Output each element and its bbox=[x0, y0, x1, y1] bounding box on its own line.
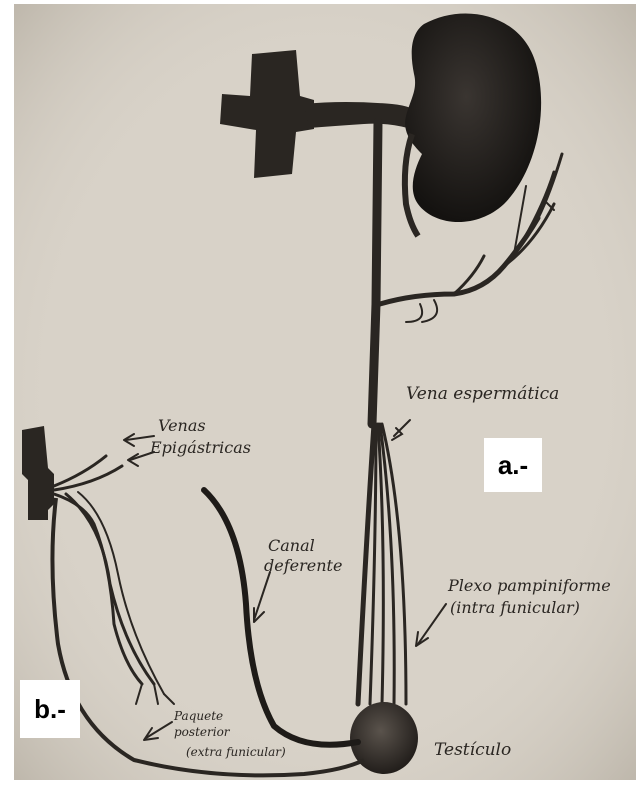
label-extra-funicular: (extra funicular) bbox=[186, 746, 286, 759]
label-posterior: posterior bbox=[174, 726, 230, 739]
panel-label-a: a.- bbox=[484, 438, 542, 492]
anatomy-illustration: Vena espermática Venas Epigástricas Cana… bbox=[14, 4, 636, 780]
label-epigastricas: Epigástricas bbox=[150, 440, 251, 457]
label-plexo-pampiniforme: Plexo pampiniforme bbox=[448, 578, 611, 595]
panel-label-b: b.- bbox=[20, 680, 80, 738]
label-paquete: Paquete bbox=[174, 710, 223, 723]
label-venas: Venas bbox=[158, 418, 206, 435]
label-deferente: deferente bbox=[264, 558, 342, 575]
label-testiculo: Testículo bbox=[434, 742, 511, 760]
label-intra-funicular: (intra funicular) bbox=[450, 600, 580, 617]
label-canal: Canal bbox=[268, 538, 315, 555]
label-vena-espermatica: Vena espermática bbox=[406, 386, 559, 404]
